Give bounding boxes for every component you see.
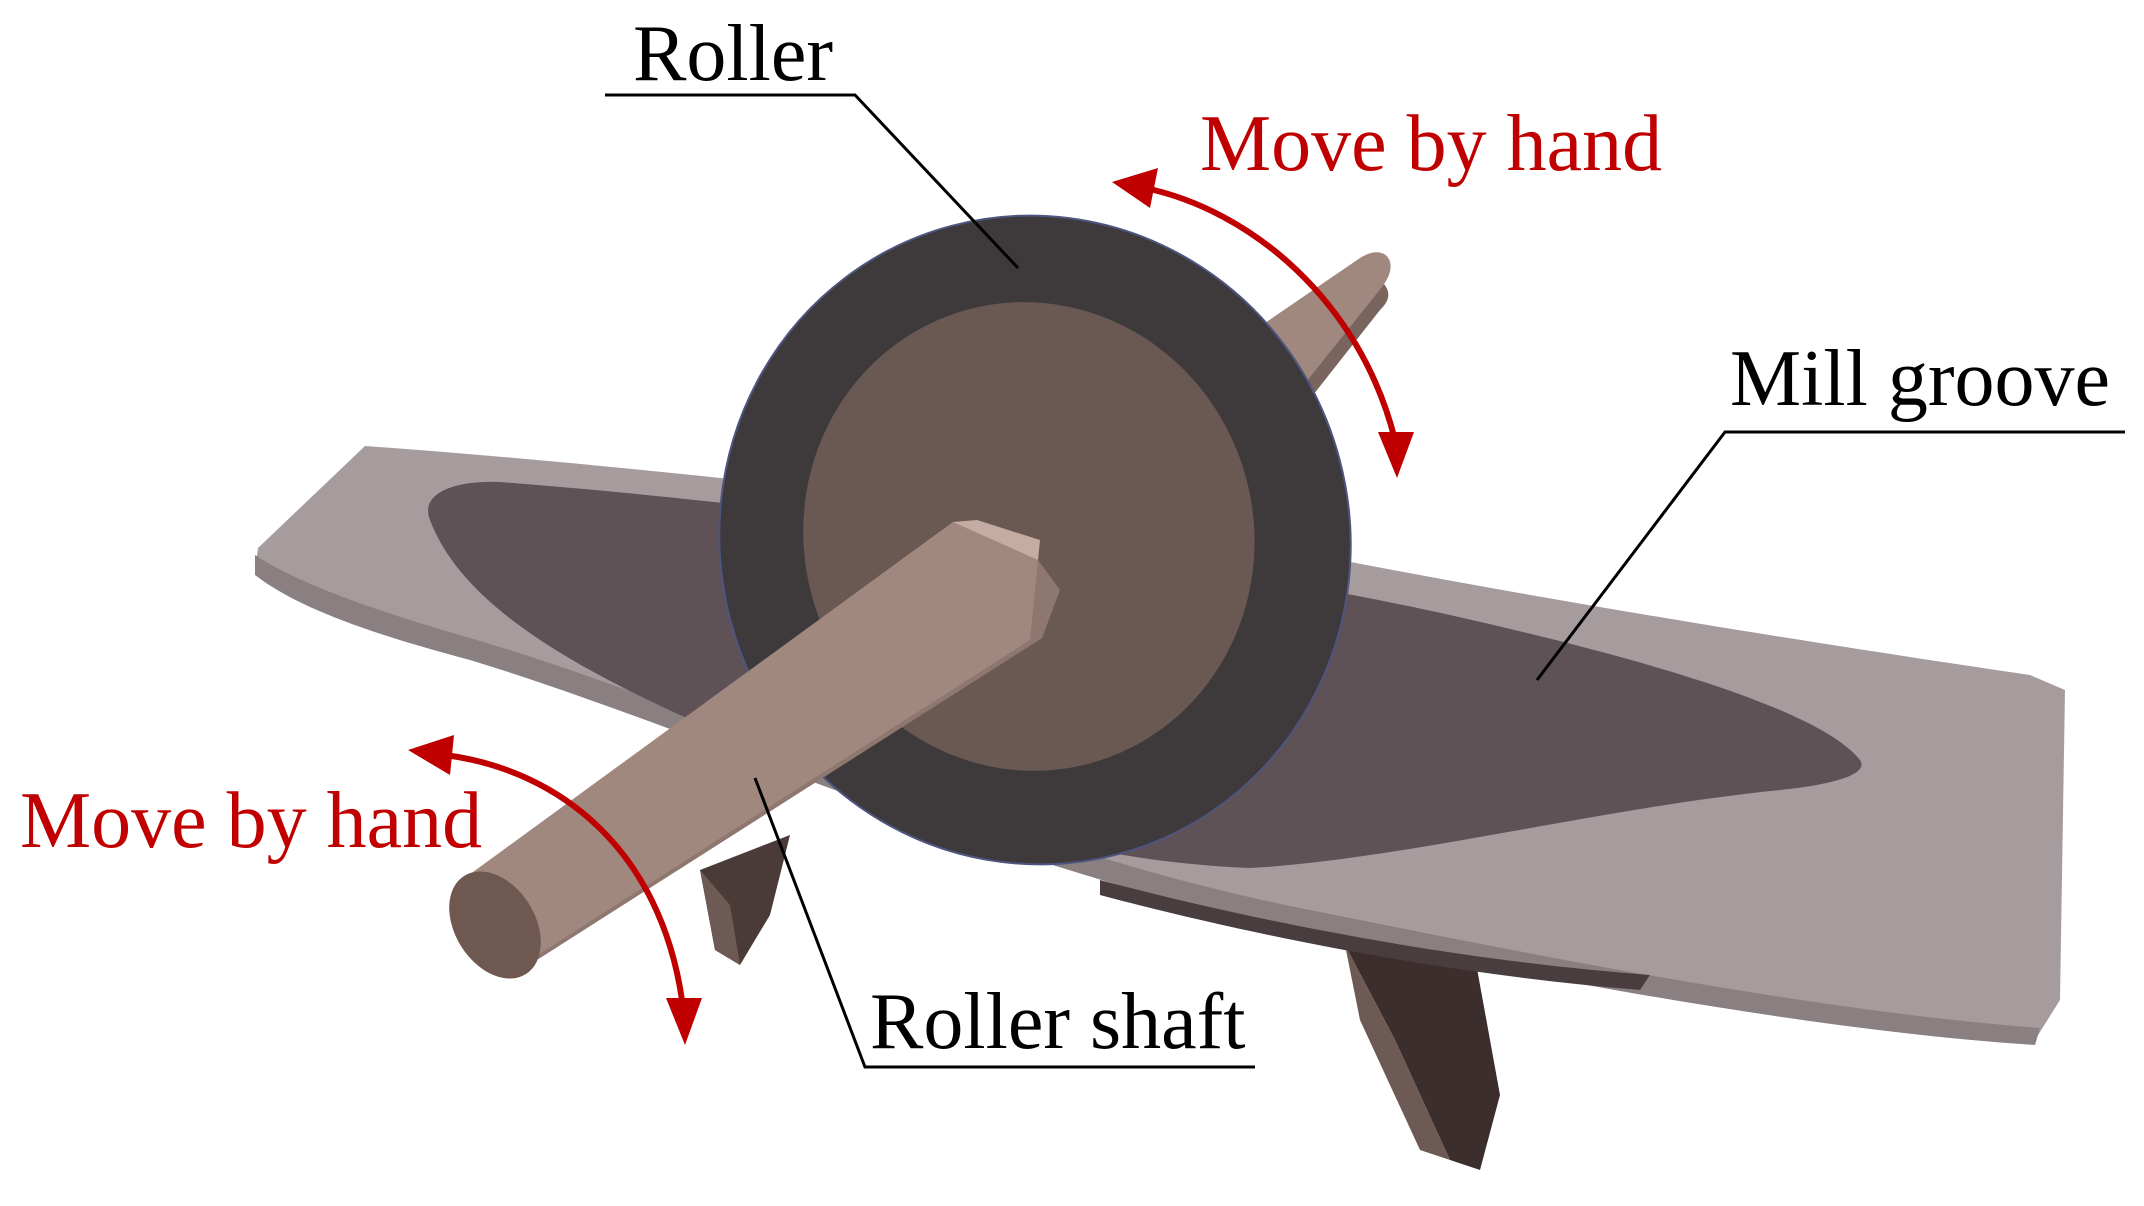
move-top-arrow-head-start (1112, 168, 1158, 208)
roller-shaft-top-face (953, 520, 1040, 560)
mill-groove-underside (1100, 880, 1650, 990)
move-top-arrow-head-end (1378, 432, 1414, 478)
move-left-arrow-head-start (408, 735, 454, 775)
roller-label: Roller (633, 10, 833, 98)
mill-leg-back (1345, 930, 1500, 1170)
mill-leg-back-side (1345, 945, 1450, 1160)
roller-shaft-end (449, 871, 541, 979)
roller-shaft-leader-line (753, 777, 1255, 1069)
roller-shaft-label: Roller shaft (870, 978, 1245, 1066)
mill-groove-label: Mill groove (1730, 335, 2110, 423)
move-top-arrow-curve (1144, 185, 1398, 441)
move-by-hand-top-label: Move by hand (1200, 100, 1662, 188)
move-left-arrow-curve (444, 752, 685, 1001)
roller-shaft-back-shade (1285, 284, 1389, 418)
roller-shaft-front (462, 522, 1042, 972)
roller-leader-line (605, 93, 1020, 270)
move-left-arrow-head-end (666, 998, 702, 1045)
move-by-hand-left-label: Move by hand (20, 777, 482, 865)
mill-groove-leader-line (1535, 430, 2125, 681)
mill-leg-front-side (700, 870, 740, 965)
